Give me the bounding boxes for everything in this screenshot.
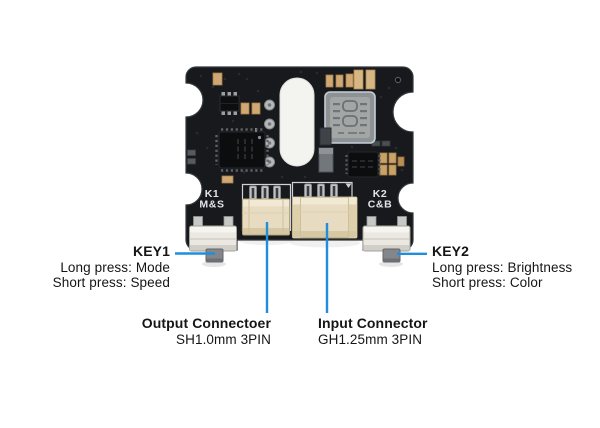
silkscreen-k1: K1 xyxy=(205,188,220,200)
output-connector-spec: SH1.0mm 3PIN xyxy=(176,332,271,347)
key1-long-press: Long press: Mode xyxy=(60,260,170,275)
power-inductor xyxy=(324,91,376,144)
key1-button xyxy=(189,216,237,263)
key1-label: KEY1 Long press: Mode Short press: Speed xyxy=(53,243,170,291)
key2-short-press: Short press: Color xyxy=(432,275,543,291)
soic-chip xyxy=(219,92,240,115)
mcu-chip xyxy=(215,128,269,172)
capacitors xyxy=(187,69,405,184)
input-connector-label: Input Connector GH1.25mm 3PIN xyxy=(318,315,428,347)
output-connector-pins xyxy=(249,185,281,203)
silkscreen-k2-sub: C&B xyxy=(368,199,393,211)
output-connector-title: Output Connectoer xyxy=(141,315,271,331)
silkscreen-k1-sub: M&S xyxy=(199,199,224,211)
input-connector-gh xyxy=(292,183,358,239)
input-connector-title: Input Connector xyxy=(318,315,428,331)
regulator-chip xyxy=(318,127,381,178)
key2-title: KEY2 xyxy=(432,243,469,259)
silkscreen-k2: K2 xyxy=(373,188,388,200)
key2-label: KEY2 Long press: Brightness Short press:… xyxy=(432,243,572,291)
output-connector-label: Output Connectoer SH1.0mm 3PIN xyxy=(142,315,271,347)
key2-long-press: Long press: Brightness xyxy=(432,260,573,275)
mounting-hole xyxy=(394,76,402,84)
key1-title: KEY1 xyxy=(133,243,170,259)
key2-button xyxy=(362,216,411,263)
input-connector-spec: GH1.25mm 3PIN xyxy=(318,332,423,347)
led-window-oval xyxy=(279,77,315,167)
key1-short-press: Short press: Speed xyxy=(52,275,170,291)
